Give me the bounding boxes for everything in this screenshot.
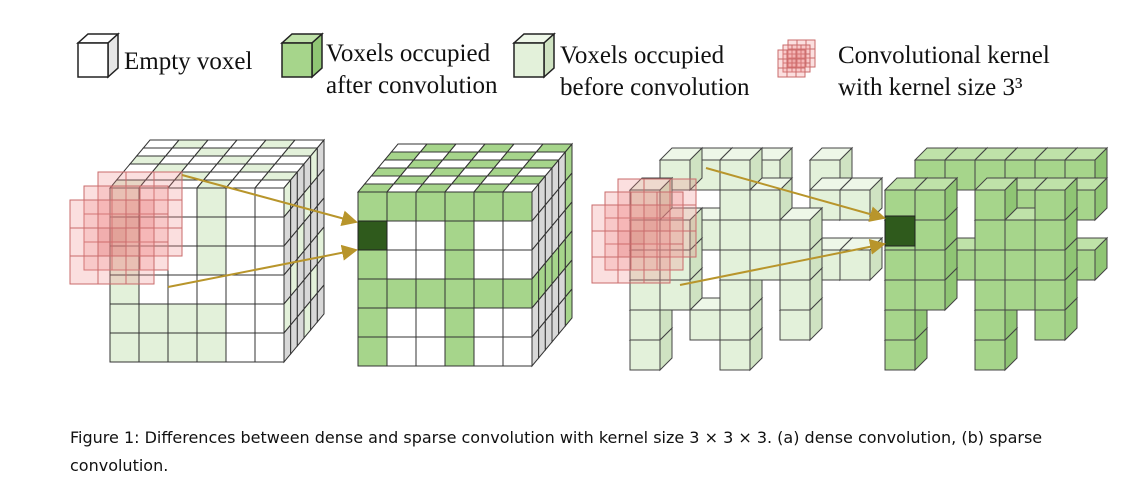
legend-label-after: Voxels occupied after convolution bbox=[326, 40, 498, 99]
legend-label-kernel: Convolutional kernel with kernel size 3³ bbox=[838, 42, 1050, 101]
sparse-output-volume bbox=[883, 146, 1109, 372]
voxel-after-icon bbox=[280, 32, 324, 79]
convolution-kernels bbox=[69, 171, 697, 285]
legend-label-before: Voxels occupied before convolution bbox=[560, 42, 750, 101]
figure-caption: Figure 1: Differences between dense and … bbox=[70, 428, 1043, 475]
legend-label-empty: Empty voxel bbox=[124, 48, 253, 75]
empty-voxel-icon bbox=[76, 32, 120, 79]
dense-output-volume bbox=[356, 142, 574, 368]
sparse-input-volume bbox=[628, 146, 884, 372]
mapping-arrows bbox=[167, 167, 886, 288]
voxel-before-icon bbox=[512, 32, 556, 79]
kernel-icon bbox=[777, 39, 816, 78]
dense-input-volume bbox=[108, 138, 326, 364]
